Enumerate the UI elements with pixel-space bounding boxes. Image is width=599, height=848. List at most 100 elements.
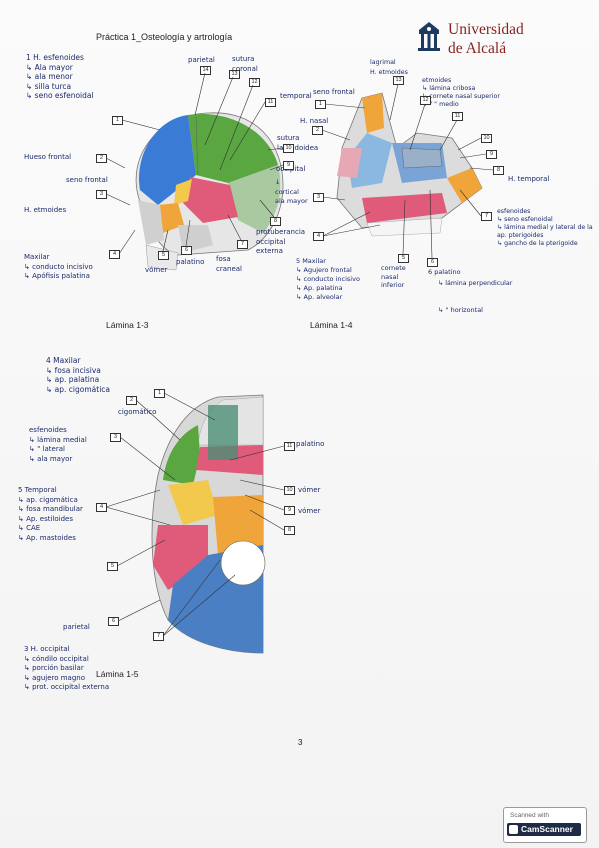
l15-note-line: ↳ ap. cigomática [46,384,110,394]
l15-number-box: 10 [284,486,295,495]
l14-note-line: ↳ seno esfenoidal [497,216,553,223]
l13-label-fossa: fosa craneal [216,255,242,273]
l14-label-frontal-sinus: seno frontal [313,88,355,96]
l15-label-vomer-struck: vómer [298,486,321,494]
l14-note-line: ↳ lámina medial y lateral de la ap. pter… [497,224,593,239]
l13-number-box: 9 [283,161,294,170]
l13-number-box: 8 [270,217,281,226]
skull-base-illustration [151,394,266,654]
l13-note-line: ↳ conducto incisivo [24,262,93,271]
scanner-caption: Scanned with [510,812,550,819]
l14-note-maxilla: 5 Maxilar ↳ Agujero frontal ↳ conducto i… [296,257,360,302]
l13-number-box: 1 [112,116,123,125]
scanner-brand-bar [507,823,581,836]
l15-note-line: ↳ ap. palatina [46,375,100,384]
l14-note-line: etmoides [422,77,452,84]
l14-label-perpendicular: ↳ lámina perpendicular [438,280,513,287]
l13-label-cortical: ↓ cortical ala mayor [275,178,308,205]
l14-note-line: 5 Maxilar [296,257,326,265]
l13-number-box: 6 [181,246,192,255]
l13-number-box: 10 [283,144,294,153]
l14-label-palatine: 6 palatino [428,268,461,276]
l13-note-line: ↳ seno esfenoidal [26,91,94,100]
l13-note-sphenoid: 1 H. esfenoides ↳ Ala mayor ↳ ala menor … [26,53,94,101]
l14-note-sphenoid: esfenoides ↳ seno esfenoidal ↳ lámina me… [497,208,593,248]
l14-number-box: 6 [427,258,438,267]
l15-note-line: ↳ lámina medial [29,435,87,444]
l14-number-box: 12 [420,96,431,105]
l15-caption: Lámina 1-5 [96,669,139,679]
nasal-cavity-illustration [336,92,483,237]
l13-label-palatine: palatino [176,258,205,266]
l14-number-box: 4 [313,232,324,241]
l15-note-line: ↳ prot. occipital externa [24,683,110,691]
l13-caption: Lámina 1-3 [106,320,149,330]
l15-label-vomer: vómer [298,507,321,515]
l15-note-line: ↳ ap. cigomática [18,495,78,504]
l15-note-line: ↳ Ap. estiloides [18,514,73,523]
l13-note-line: 1 H. esfenoides [26,53,84,62]
l13-note-maxilla: Maxilar ↳ conducto incisivo ↳ Apófisis p… [24,253,93,282]
university-name-line2: de Alcalá [448,40,507,57]
l13-note-line: ↳ ala menor [26,72,73,81]
university-name: Universidad de Alcalá [448,20,524,58]
l15-note-line: 4 Maxilar [46,356,81,365]
l13-label-ethmoid: H. etmoides [24,206,67,214]
l15-note-line: ↳ porción basilar [24,664,84,672]
l14-number-box: 9 [486,150,497,159]
l13-number-box: 7 [237,240,248,249]
l14-number-box: 5 [398,254,409,263]
l14-note-line: ↳ " " medio [422,101,459,108]
l13-note-line: ↳ Apófisis palatina [24,272,90,280]
l13-label-parietal: parietal [188,56,215,64]
university-logo-icon [415,20,443,54]
l13-note-line: ↳ Ala mayor [26,62,73,72]
l14-number-box: 1 [315,100,326,109]
l14-number-box: 3 [313,193,324,202]
l15-note-line: ↳ cóndilo occipital [24,654,89,663]
l13-label-lambdoid: sutura lambdoidea [277,134,319,152]
l13-label-coronal: sutura coronal [232,55,258,73]
l15-note-line: ↳ fosa mandibular [18,505,83,513]
l15-note-line: ↳ ala mayor [29,454,73,463]
l13-number-box: 14 [200,66,211,75]
l15-number-box: 4 [96,503,107,512]
l13-label-vomer: vómer [145,266,168,274]
l13-label-temporal: temporal [280,92,312,100]
l13-label-protuberance: protuberancia occipital externa [256,228,306,255]
l15-number-box: 6 [108,617,119,626]
l13-number-box: 5 [158,251,169,260]
l13-note-line: ↳ silla turca [26,81,72,91]
l15-note-line: 5 Temporal [18,486,57,494]
l14-note-line: ↳ gancho de la pterigoide [497,240,578,247]
l13-number-box: 13 [229,70,240,79]
l15-note-temporal: 5 Temporal ↳ ap. cigomática ↳ fosa mandi… [18,486,83,543]
l14-note-ethmoid: etmoides ↳ lámina cribosa ↳ cornete nasa… [422,77,500,109]
l14-note-line: ↳ lámina cribosa [422,85,476,92]
l15-number-box: 9 [284,506,295,515]
l13-note-line: Maxilar [24,253,50,261]
l14-label-concha: cornete nasal inferior [381,264,406,289]
page-number: 3 [298,738,303,747]
l14-note-line: ↳ Ap. palatina [296,284,343,292]
l15-note-line: 3 H. occipital [24,645,70,653]
l14-label-nasal: H. nasal [300,117,329,125]
l15-note-line: ↳ CAE [18,524,41,532]
l14-note-line: ↳ cornete nasal superior [422,93,500,100]
l14-number-box: 2 [312,126,323,135]
l15-note-maxilla: 4 Maxilar ↳ fosa incisiva ↳ ap. palatina… [46,356,110,394]
l13-label-frontal: Hueso frontal [24,153,72,161]
university-name-line1: Universidad [448,21,524,38]
l15-number-box: 5 [107,562,118,571]
l14-note-line: ↳ Agujero frontal [296,266,352,274]
l15-number-box: 7 [153,632,164,641]
l15-note-line: esfenoides [29,426,67,434]
l15-note-line: ↳ Ap. mastoides [18,533,76,542]
l13-number-box: 11 [265,98,276,107]
l14-label-lacrimal: lagrimal H. etmoides [370,59,408,76]
l13-number-box: 12 [249,78,260,87]
l15-label-palatine: palatino [296,440,325,448]
l13-number-box: 4 [109,250,120,259]
